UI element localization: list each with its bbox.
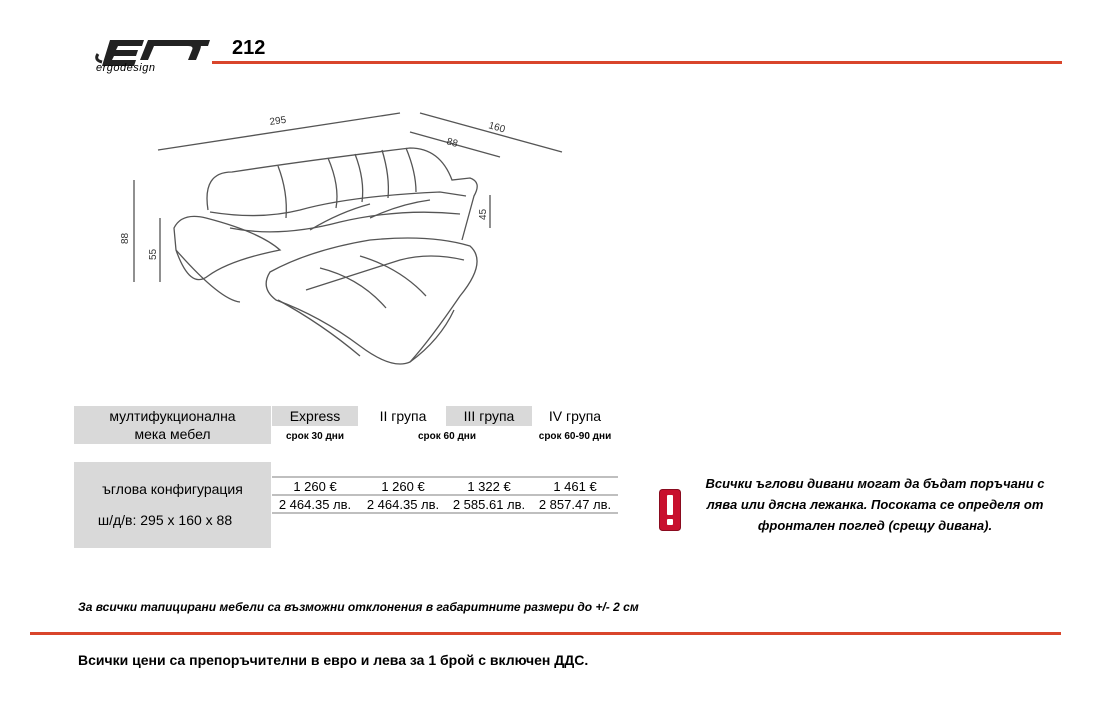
model-number: 212 — [232, 37, 266, 59]
price-bgn-express: 2 464.35 лв. — [278, 497, 352, 512]
table-title-line2: мека мебел — [134, 426, 211, 442]
price-eur-group-4: 1 461 € — [553, 479, 597, 494]
dim-seat-depth: 88 — [445, 136, 459, 150]
price-eur-express: 1 260 € — [293, 479, 337, 494]
price-row-top-line — [272, 476, 618, 478]
row-label: ъглова конфигурация — [102, 481, 243, 497]
dim-seat-height: 55 — [148, 248, 159, 260]
price-bgn-group-3: 2 585.61 лв. — [452, 497, 526, 512]
price-eur-group-2: 1 260 € — [381, 479, 425, 494]
group-3-label: III група — [463, 408, 515, 424]
logo-text: ergodesign — [96, 62, 156, 74]
group-express-label: Express — [289, 408, 341, 424]
row-dimensions: ш/д/в: 295 x 160 x 88 — [97, 512, 233, 528]
price-row-bottom-line — [272, 512, 618, 514]
notice-line3: фронтален поглед (срещу дивана). — [757, 518, 993, 533]
group-2-label: II група — [379, 408, 427, 424]
sofa-drawing: 295 160 88 88 55 45 — [120, 112, 563, 365]
dim-depth: 160 — [487, 120, 506, 135]
term-express: срок 30 дни — [286, 431, 344, 442]
dim-width: 295 — [269, 115, 287, 128]
exclamation-icon — [659, 489, 681, 531]
price-bgn-group-2: 2 464.35 лв. — [366, 497, 440, 512]
dim-height: 88 — [120, 232, 131, 244]
ergodesign-logo — [95, 40, 210, 66]
price-bgn-group-4: 2 857.47 лв. — [538, 497, 612, 512]
notice-line1: Всички ъглови дивани могат да бъдат поръ… — [705, 476, 1045, 491]
table-title-bg — [74, 406, 271, 444]
row-label-bg — [74, 462, 271, 548]
term-group-3: срок 60 дни — [418, 431, 476, 442]
price-row-mid-line — [272, 494, 618, 496]
group-3-bg — [446, 406, 532, 426]
footer-divider — [30, 632, 1061, 635]
dim-arm-height: 45 — [478, 208, 489, 220]
table-title-line1: мултифукционална — [109, 408, 236, 424]
tolerance-note: За всички тапицирани мебели са възможни … — [78, 600, 639, 614]
header-divider — [212, 61, 1062, 64]
term-group-4: срок 60-90 дни — [538, 431, 612, 442]
group-4-label: IV група — [548, 408, 602, 424]
notice-line2: лява или дясна лежанка. Посоката се опре… — [706, 497, 1044, 512]
price-eur-group-3: 1 322 € — [467, 479, 511, 494]
group-express-bg — [272, 406, 358, 426]
price-note: Всички цени са препоръчителни в евро и л… — [78, 652, 589, 668]
